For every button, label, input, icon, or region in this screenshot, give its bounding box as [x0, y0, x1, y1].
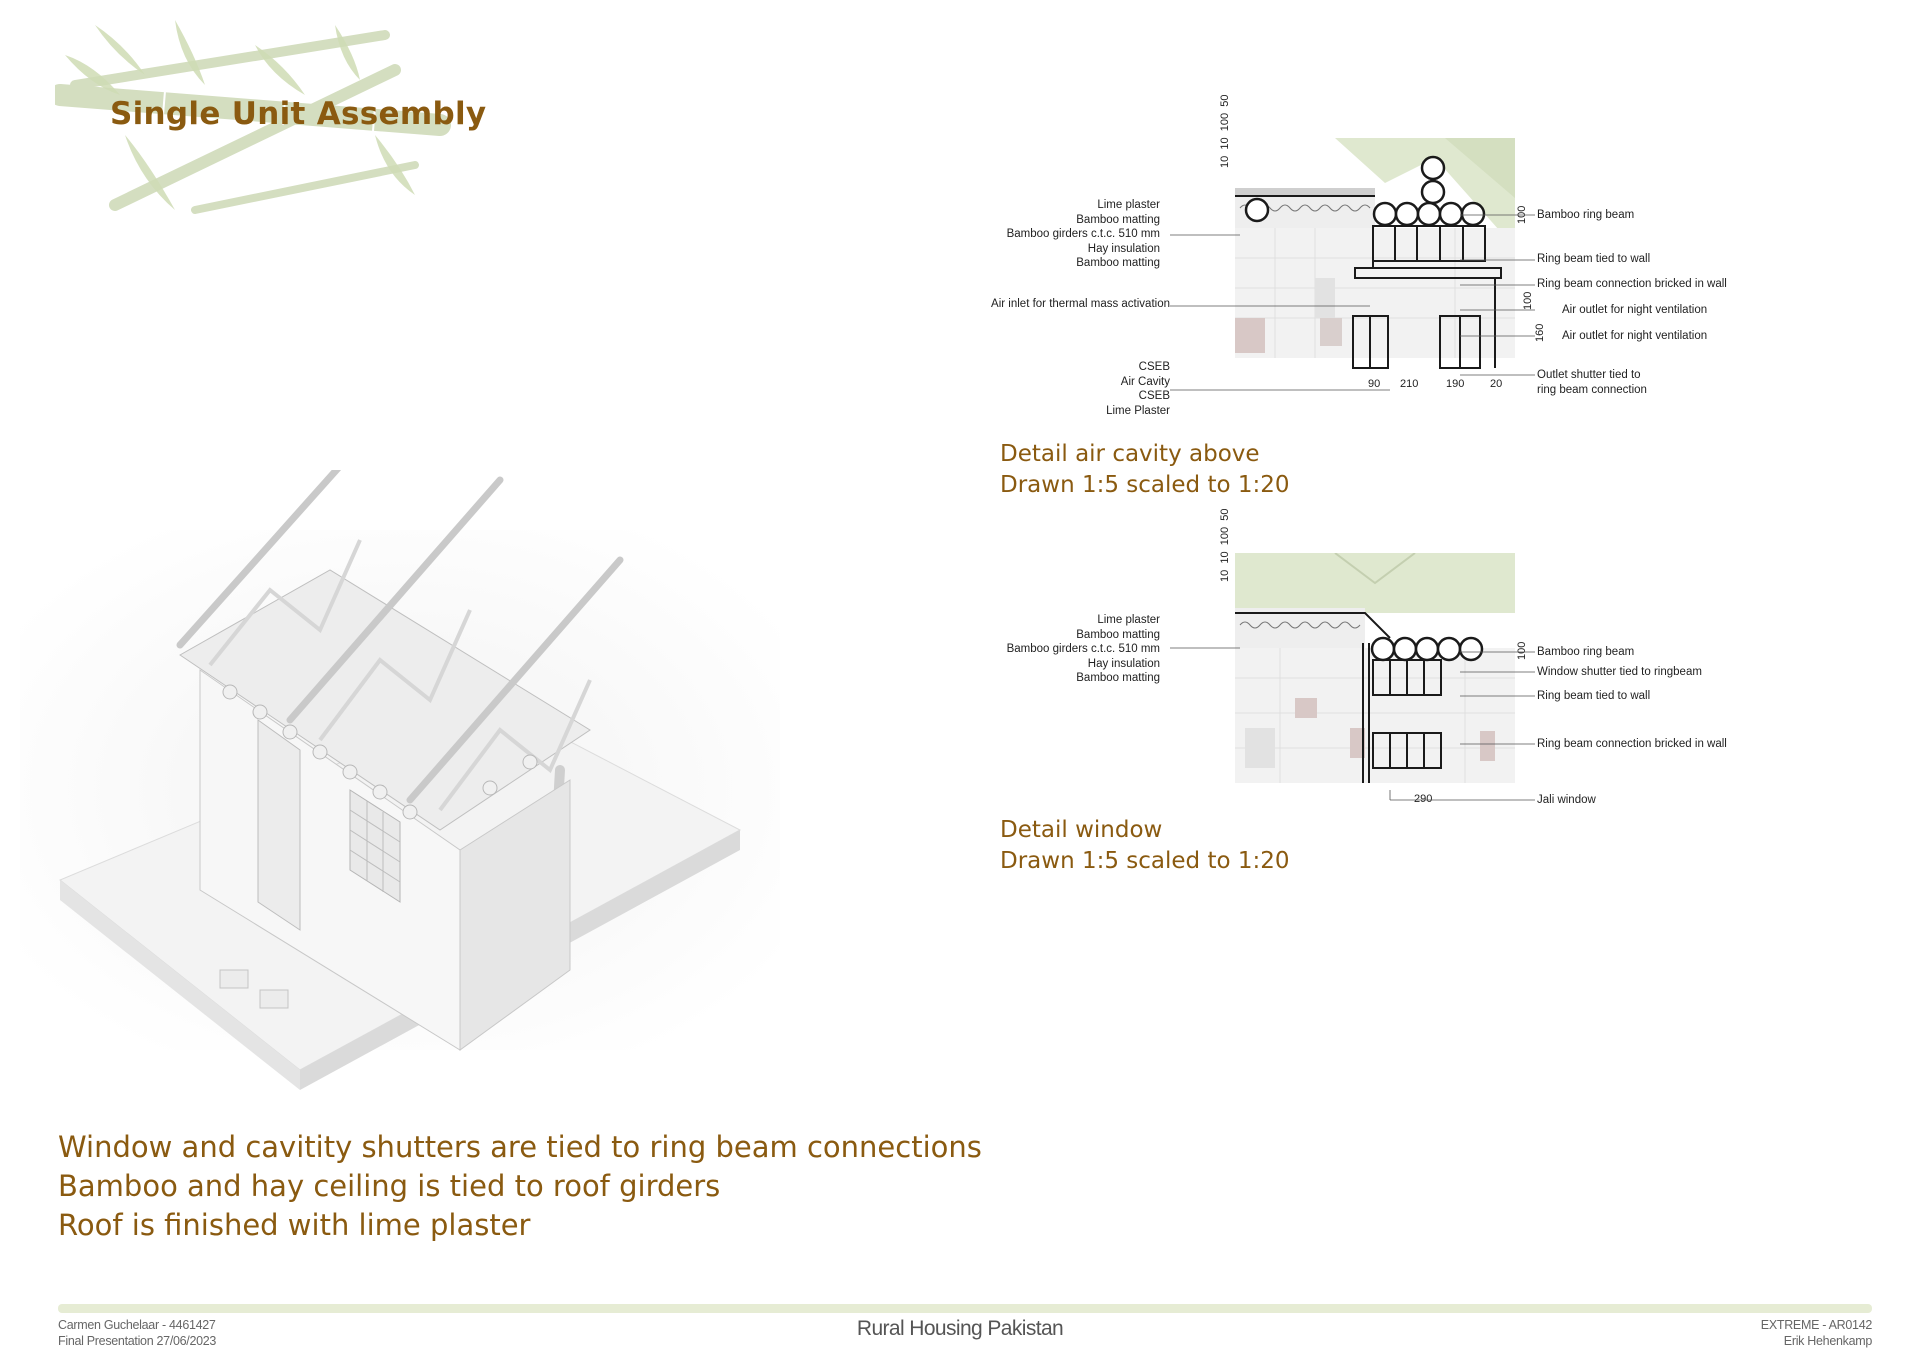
label-jali-window: Jali window [1537, 794, 1596, 806]
statement-2: Bamboo and hay ceiling is tied to roof g… [58, 1169, 721, 1203]
leader-lines-bottom [1170, 647, 1535, 801]
label-bamboo-girders-b: Bamboo girders c.t.c. 510 mm [1006, 643, 1160, 656]
label-bamboo-ring-beam-b: Bamboo ring beam [1537, 646, 1635, 658]
jali-window [349, 789, 401, 903]
dim-v-b4: 50 [1219, 508, 1231, 521]
label-cseb: CSEB [1138, 361, 1170, 373]
dim-bottom-3: 190 [1446, 378, 1465, 390]
page-title: Single Unit Assembly [110, 96, 487, 132]
caption-detail-bottom-title: Detail window [1000, 817, 1163, 843]
footer-course: EXTREME - AR0142 [1760, 1318, 1873, 1332]
dim-v-4: 50 [1219, 94, 1231, 107]
footer-project: Rural Housing Pakistan [856, 1317, 1064, 1340]
label-air-outlet-1: Air outlet for night ventilation [1562, 304, 1708, 316]
dim-v-1: 10 [1219, 155, 1231, 168]
label-lime-plaster-b: Lime plaster [1097, 614, 1160, 626]
footer-author: Carmen Guchelaar - 4461427 [58, 1318, 216, 1332]
label-bamboo-matting: Bamboo matting [1076, 213, 1160, 226]
caption-detail-top-scale: Drawn 1:5 scaled to 1:20 [1000, 472, 1290, 498]
label-bamboo-ring-beam: Bamboo ring beam [1537, 209, 1635, 221]
dim-bottom-2: 210 [1400, 378, 1419, 390]
label-outlet-shutter-2: ring beam connection [1537, 383, 1647, 396]
dim-v-2: 10 [1219, 137, 1231, 150]
unit-isometric-render [20, 470, 780, 1090]
label-ring-beam-connection: Ring beam connection bricked in wall [1537, 278, 1727, 290]
statement-3: Roof is finished with lime plaster [58, 1208, 531, 1242]
label-lime-plaster-2: Lime Plaster [1106, 404, 1170, 417]
label-air-inlet: Air inlet for thermal mass activation [991, 298, 1170, 310]
label-bamboo-matting-2: Bamboo matting [1076, 257, 1160, 270]
label-lime-plaster: Lime plaster [1097, 199, 1160, 211]
footer-bar [58, 1304, 1872, 1313]
dim-bottom-4: 20 [1490, 378, 1503, 390]
leader-lines-top [1170, 214, 1535, 391]
label-ring-beam-tied: Ring beam tied to wall [1537, 253, 1651, 265]
dim-bottom-b: 290 [1414, 793, 1433, 805]
bamboo-decoration [55, 20, 451, 214]
dim-v-b2: 10 [1219, 551, 1231, 564]
label-outlet-shutter: Outlet shutter tied to [1537, 369, 1641, 381]
dim-v-b3: 100 [1219, 526, 1231, 546]
label-bamboo-matting-b2: Bamboo matting [1076, 672, 1160, 685]
detail-air-cavity-drawing [1235, 138, 1515, 378]
statement-1: Window and cavitity shutters are tied to… [58, 1130, 982, 1164]
statements: Window and cavitity shutters are tied to… [58, 1128, 982, 1245]
label-bamboo-matting-b: Bamboo matting [1076, 628, 1160, 641]
label-ring-beam-tied-b: Ring beam tied to wall [1537, 690, 1651, 702]
label-bamboo-girders: Bamboo girders c.t.c. 510 mm [1006, 228, 1160, 241]
label-air-cavity: Air Cavity [1120, 375, 1170, 388]
dim-v-3: 100 [1219, 112, 1231, 132]
label-cseb-2: CSEB [1138, 390, 1170, 403]
footer-presentation: Final Presentation 27/06/2023 [58, 1334, 217, 1348]
footer-tutor: Erik Hehenkamp [1783, 1334, 1873, 1348]
label-ring-beam-connection-b: Ring beam connection bricked in wall [1537, 738, 1727, 750]
dim-bottom-1: 90 [1368, 378, 1381, 390]
label-hay-insulation-b: Hay insulation [1087, 657, 1160, 670]
caption-detail-bottom-scale: Drawn 1:5 scaled to 1:20 [1000, 848, 1290, 874]
detail-window-drawing [1235, 553, 1515, 793]
dim-v-b1: 10 [1219, 569, 1231, 582]
label-window-shutter: Window shutter tied to ringbeam [1537, 666, 1702, 678]
label-air-outlet-2: Air outlet for night ventilation [1562, 330, 1708, 342]
caption-detail-top-title: Detail air cavity above [1000, 441, 1260, 467]
label-hay-insulation: Hay insulation [1087, 242, 1160, 255]
